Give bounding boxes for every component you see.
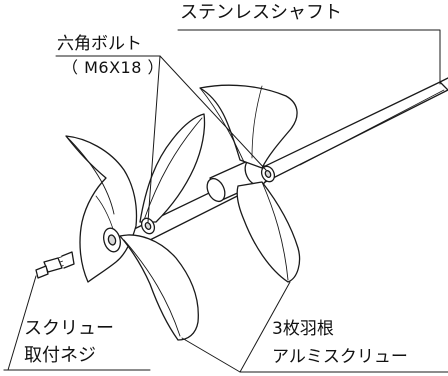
screw-label-line2: 取付ネジ (24, 345, 96, 366)
blade-label-line2: アルミスクリュー (272, 347, 408, 367)
propeller-blade-right (236, 181, 301, 283)
hex-bolt-spec-label: （ M6X18 ） (62, 58, 164, 77)
propeller-blade-upper (199, 84, 298, 169)
hex-bolt-label: 六角ボルト (57, 34, 142, 54)
propeller-blade-left (65, 135, 138, 283)
propeller-blade-lower (119, 234, 199, 341)
leader-lines (3, 29, 448, 373)
left-hub-end (103, 227, 121, 253)
mounting-screw (35, 251, 75, 279)
shaft-label: ステンレスシャフト (180, 2, 342, 23)
hex-bolt-right (260, 165, 276, 183)
screw-label-line1: スクリュー (24, 318, 114, 339)
blade-label-line1: 3枚羽根 (272, 319, 334, 339)
hex-bolt-left (140, 217, 156, 235)
